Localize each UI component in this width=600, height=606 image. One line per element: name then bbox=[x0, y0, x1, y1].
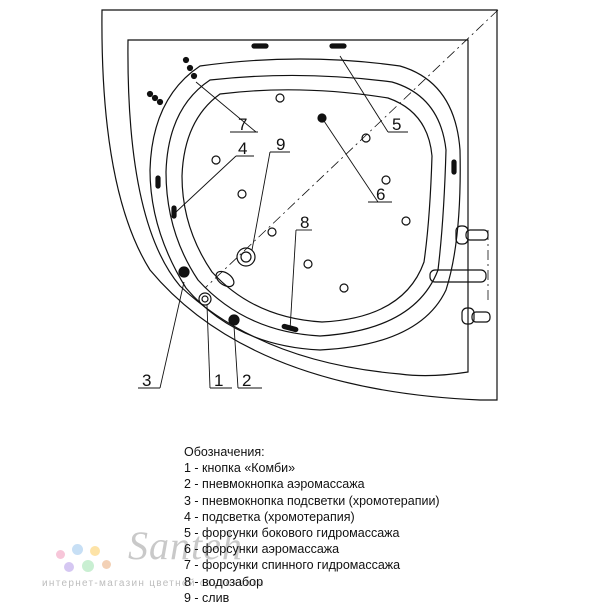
legend-item: 8 - водозабор bbox=[184, 574, 264, 589]
aero-button bbox=[228, 314, 240, 326]
tub-outer-outline bbox=[101, 9, 498, 401]
legend-item: 6 - форсунки аэромассажа bbox=[184, 542, 340, 557]
legend-item: 2 - пневмокнопка аэромассажа bbox=[184, 477, 365, 492]
basin-floor bbox=[181, 89, 433, 323]
overflow bbox=[215, 270, 235, 288]
callout-1: 1 bbox=[214, 371, 223, 390]
callout-8: 8 bbox=[300, 213, 309, 232]
drain bbox=[236, 247, 256, 267]
tub-rim bbox=[127, 39, 469, 377]
callout-5: 5 bbox=[392, 115, 401, 134]
legend-item: 9 - слив bbox=[184, 590, 230, 605]
legend-item: 1 - кнопка «Комби» bbox=[184, 461, 296, 476]
legend-title: Обозначения: bbox=[184, 445, 265, 459]
combi-button bbox=[198, 292, 212, 306]
back-jets bbox=[146, 56, 198, 219]
legend-item: 4 - подсветка (хромотерапия) bbox=[184, 509, 355, 524]
basin-inner bbox=[165, 74, 447, 337]
light-button bbox=[178, 266, 190, 278]
callout-4: 4 bbox=[238, 139, 247, 158]
callout-6: 6 bbox=[376, 185, 385, 204]
legend-item: 5 - форсунки бокового гидромассажа bbox=[184, 526, 400, 541]
side-jets bbox=[251, 43, 457, 333]
legend-item: 3 - пневмокнопка подсветки (хромотерапии… bbox=[184, 493, 440, 508]
basin-outer bbox=[149, 58, 461, 351]
callout-3: 3 bbox=[142, 371, 151, 390]
faucet-group bbox=[429, 225, 491, 325]
callout-7: 7 bbox=[238, 115, 247, 134]
legend-item: 7 - форсунки спинного гидромассажа bbox=[184, 558, 401, 573]
callout-9: 9 bbox=[276, 135, 285, 154]
diagonal-axis bbox=[204, 9, 499, 289]
legend: Обозначения: 1 - кнопка «Комби» 2 - пнев… bbox=[184, 444, 440, 606]
callout-2: 2 bbox=[242, 371, 251, 390]
